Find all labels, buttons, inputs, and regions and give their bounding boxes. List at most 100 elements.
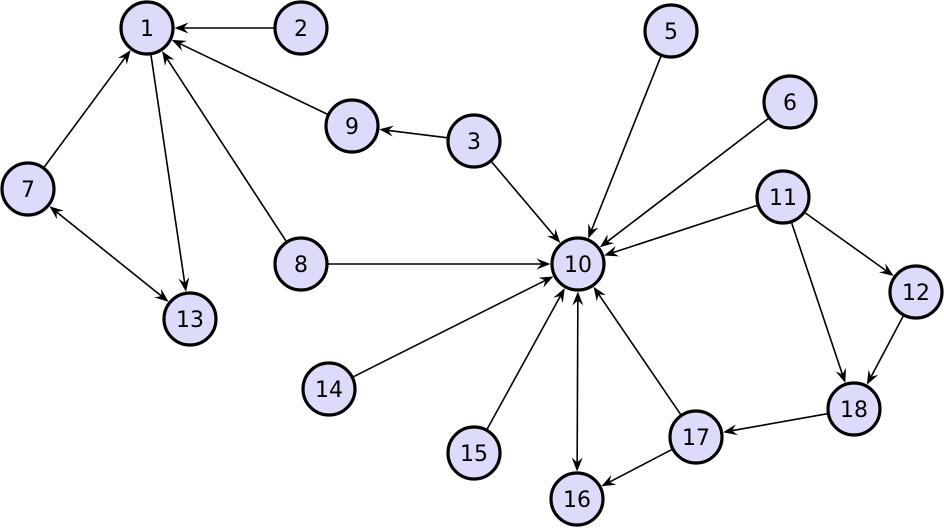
- edge-line: [576, 299, 579, 464]
- node-1: 1: [119, 0, 175, 56]
- node-17: 17: [668, 409, 724, 465]
- node-circle: [162, 291, 218, 347]
- node-label: 10: [564, 253, 592, 278]
- node-label: 15: [460, 442, 488, 467]
- node-label: 11: [769, 186, 797, 211]
- arrowhead: [553, 288, 565, 304]
- edge-17-16: [601, 448, 672, 487]
- edge-line: [387, 129, 447, 139]
- edge-line: [43, 56, 127, 168]
- edge-11-10: [604, 204, 758, 257]
- edge-6-10: [599, 118, 769, 248]
- arrowhead: [588, 223, 599, 239]
- edges-layer: [43, 22, 904, 487]
- node-3: 3: [446, 113, 502, 169]
- node-7: 7: [0, 161, 56, 217]
- edge-11-12: [804, 212, 894, 277]
- arrowhead: [571, 457, 583, 472]
- node-18: 18: [826, 381, 882, 437]
- edge-2-1: [174, 22, 274, 34]
- node-circle: [446, 425, 502, 481]
- node-circle: [0, 161, 56, 217]
- node-5: 5: [643, 3, 699, 59]
- node-circle: [668, 409, 724, 465]
- arrowhead: [174, 22, 189, 34]
- edge-14-10: [353, 276, 554, 378]
- arrowhead: [117, 50, 131, 65]
- node-label: 3: [467, 130, 481, 155]
- node-9: 9: [324, 98, 380, 154]
- node-circle: [762, 74, 818, 130]
- node-circle: [755, 169, 811, 225]
- node-circle: [550, 236, 606, 292]
- edge-18-17: [723, 413, 828, 436]
- edge-3-10: [491, 161, 561, 244]
- edge-line: [165, 57, 287, 242]
- arrowhead: [835, 367, 847, 383]
- node-circle: [301, 361, 357, 417]
- edge-line: [150, 55, 186, 284]
- edge-8-10: [328, 258, 551, 270]
- node-10: 10: [550, 236, 606, 292]
- node-label: 1: [140, 17, 154, 42]
- node-14: 14: [301, 361, 357, 417]
- edge-15-10: [486, 288, 565, 430]
- node-13: 13: [162, 291, 218, 347]
- node-label: 5: [664, 20, 678, 45]
- node-circle: [446, 113, 502, 169]
- edge-line: [730, 413, 828, 432]
- edge-7-1: [43, 50, 131, 168]
- edge-line: [611, 204, 758, 254]
- edge-3-9: [379, 125, 447, 139]
- arrowhead: [536, 258, 551, 270]
- edge-line: [790, 222, 844, 376]
- node-label: 12: [902, 281, 930, 306]
- node-label: 13: [176, 308, 204, 333]
- node-circle: [119, 0, 175, 56]
- node-circle: [888, 264, 944, 320]
- arrowhead: [604, 245, 620, 257]
- edge-1-13: [150, 55, 190, 292]
- node-circle: [826, 381, 882, 437]
- node-label: 17: [682, 426, 710, 451]
- edge-line: [597, 292, 682, 415]
- node-11: 11: [755, 169, 811, 225]
- node-label: 6: [783, 91, 797, 116]
- arrowhead: [379, 125, 394, 137]
- arrowhead: [723, 424, 738, 436]
- node-circle: [643, 3, 699, 59]
- edge-12-18: [866, 315, 904, 385]
- arrowhead: [538, 276, 554, 288]
- node-16: 16: [549, 471, 605, 527]
- arrowhead: [49, 206, 64, 220]
- edge-8-1: [162, 51, 287, 242]
- node-label: 8: [294, 253, 308, 278]
- node-circle: [549, 471, 605, 527]
- edge-line: [491, 161, 556, 238]
- edge-line: [353, 279, 547, 378]
- edge-line: [55, 210, 163, 298]
- arrowhead: [599, 234, 615, 248]
- node-label: 9: [345, 115, 359, 140]
- node-circle: [324, 98, 380, 154]
- node-circle: [273, 0, 329, 56]
- arrowhead: [547, 228, 561, 244]
- edge-line: [608, 448, 672, 484]
- arrowhead: [162, 51, 175, 66]
- edge-line: [804, 212, 888, 273]
- arrowhead: [866, 369, 879, 385]
- node-label: 18: [840, 398, 868, 423]
- arrowhead: [593, 286, 606, 302]
- node-label: 2: [294, 17, 308, 42]
- arrowhead: [601, 474, 617, 487]
- edge-5-10: [588, 56, 662, 239]
- node-6: 6: [762, 74, 818, 130]
- edge-line: [590, 56, 662, 232]
- edge-line: [869, 315, 904, 379]
- edge-line: [486, 294, 562, 430]
- edge-line: [178, 42, 328, 115]
- edge-7-13: [49, 206, 169, 302]
